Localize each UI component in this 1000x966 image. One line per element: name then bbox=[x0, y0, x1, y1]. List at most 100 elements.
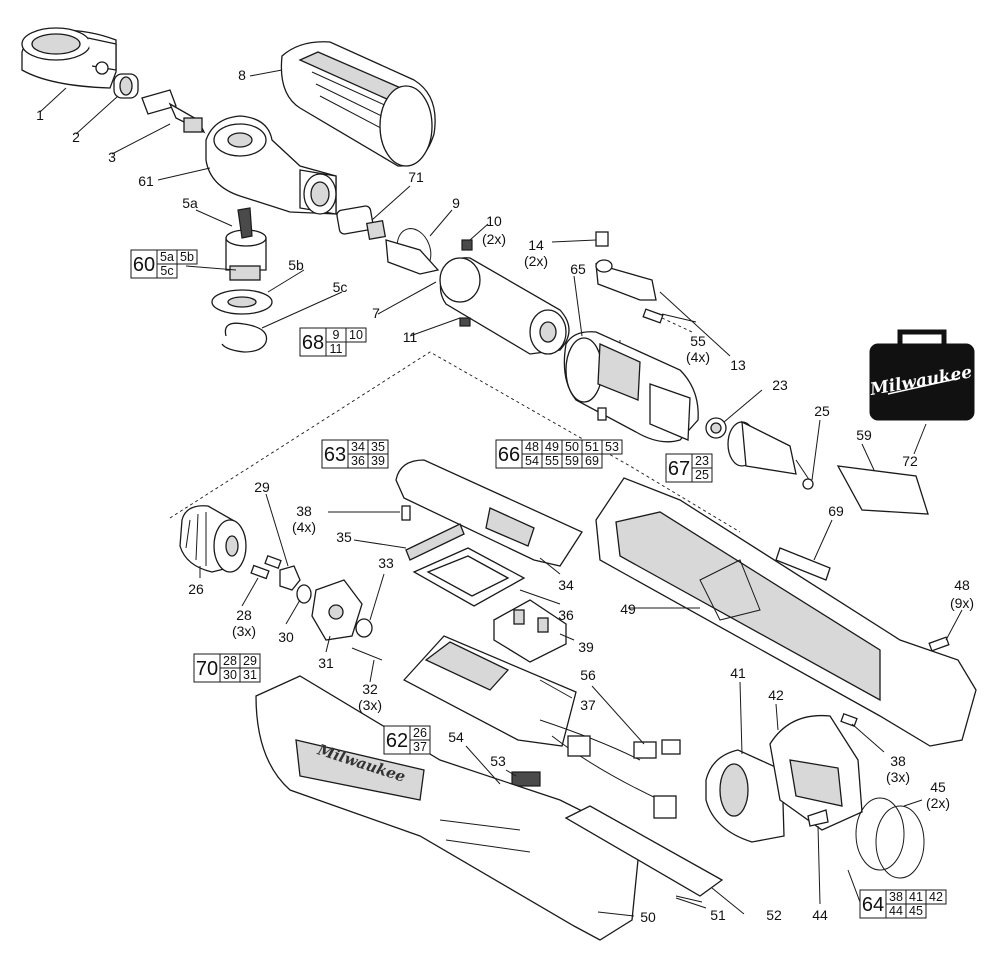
callout-labels: 1 2 3 8 61 71 5a 5b 5c 9 10 (2x) 14 (2x)… bbox=[36, 67, 974, 925]
part-10-plug bbox=[461, 239, 473, 251]
part-26-stator bbox=[179, 505, 247, 573]
kit-part-number: 10 bbox=[349, 328, 363, 342]
callout-30: 30 bbox=[278, 629, 294, 645]
kit-part-number: 26 bbox=[413, 726, 427, 740]
callout-5c: 5c bbox=[333, 279, 348, 295]
kit-part-number: 55 bbox=[545, 454, 559, 468]
part-37-harness bbox=[567, 735, 677, 819]
part-69-slider bbox=[775, 547, 831, 581]
part-51-tab bbox=[675, 895, 703, 903]
kit-part-number: 42 bbox=[929, 890, 943, 904]
callout-45-qty: (2x) bbox=[926, 795, 950, 811]
callout-10-qty: (2x) bbox=[482, 231, 506, 247]
kit-number: 62 bbox=[386, 730, 408, 752]
kit-part-cell bbox=[581, 453, 603, 469]
kit-part-cell bbox=[601, 439, 623, 455]
kit-part-number: 44 bbox=[889, 904, 903, 918]
kit-part-number: 35 bbox=[371, 440, 385, 454]
kit-part-cell bbox=[925, 889, 947, 905]
callout-38-a: 38 bbox=[296, 503, 312, 519]
callout-56: 56 bbox=[580, 667, 596, 683]
part-13-bracket bbox=[595, 259, 657, 301]
kit-number: 63 bbox=[324, 444, 346, 466]
kit-part-cell bbox=[345, 327, 367, 343]
kit-number-box bbox=[130, 249, 158, 279]
part-1-ratchet-head bbox=[21, 27, 117, 89]
callout-14: 14 bbox=[528, 237, 544, 253]
callout-33: 33 bbox=[378, 555, 394, 571]
kit-number-box bbox=[299, 327, 327, 357]
kit-part-number: 5b bbox=[180, 250, 194, 264]
part-52-plate bbox=[564, 805, 724, 897]
callout-48-qty: (9x) bbox=[950, 595, 974, 611]
part-38-screw-top bbox=[401, 505, 411, 521]
kit-part-number: 37 bbox=[413, 740, 427, 754]
callout-32: 32 bbox=[362, 681, 378, 697]
part-5b-washer bbox=[211, 289, 273, 315]
callout-55-qty: (4x) bbox=[686, 349, 710, 365]
callout-28: 28 bbox=[236, 607, 252, 623]
part-5c-retaining-ring bbox=[221, 322, 268, 353]
kit-part-cell bbox=[176, 249, 198, 265]
callout-72: 72 bbox=[902, 453, 918, 469]
callout-11: 11 bbox=[403, 329, 418, 345]
kit-part-number: 5a bbox=[160, 250, 174, 264]
part-50-housing-front bbox=[255, 675, 641, 941]
kit-part-cell bbox=[691, 467, 713, 483]
kit-number: 60 bbox=[133, 254, 155, 276]
part-44-clip bbox=[807, 809, 829, 827]
part-14-screw bbox=[595, 231, 609, 247]
callout-7: 7 bbox=[372, 305, 380, 321]
kit-part-number: 9 bbox=[333, 328, 340, 342]
kit-number: 70 bbox=[196, 658, 218, 680]
kit-part-number: 41 bbox=[909, 890, 923, 904]
callout-71: 71 bbox=[408, 169, 424, 185]
part-23-bearing bbox=[705, 417, 727, 439]
callout-5a: 5a bbox=[182, 195, 198, 211]
callout-49: 49 bbox=[620, 601, 636, 617]
part-35-contact-strip bbox=[405, 523, 465, 561]
callout-50: 50 bbox=[640, 909, 656, 925]
kit-number: 67 bbox=[668, 458, 690, 480]
callout-36: 36 bbox=[558, 607, 574, 623]
part-41-end-cap bbox=[705, 749, 785, 843]
kit-part-number: 28 bbox=[223, 654, 237, 668]
callout-38-a-qty: (4x) bbox=[292, 519, 316, 535]
kit-part-cell bbox=[239, 667, 261, 683]
callout-3: 3 bbox=[108, 149, 116, 165]
callout-26: 26 bbox=[188, 581, 204, 597]
callout-42: 42 bbox=[768, 687, 784, 703]
kit-part-number: 31 bbox=[243, 668, 257, 682]
callout-55: 55 bbox=[690, 333, 706, 349]
callout-32-qty: (3x) bbox=[358, 697, 382, 713]
part-56-connector bbox=[633, 739, 681, 759]
callout-59: 59 bbox=[856, 427, 872, 443]
kit-part-number: 50 bbox=[565, 440, 579, 454]
callout-29: 29 bbox=[254, 479, 270, 495]
kit-part-cell bbox=[409, 739, 431, 755]
leader-lines bbox=[39, 69, 963, 917]
part-38-screw-right bbox=[840, 713, 858, 727]
kit-part-number: 34 bbox=[351, 440, 365, 454]
callout-2: 2 bbox=[72, 129, 80, 145]
callout-28-qty: (3x) bbox=[232, 623, 256, 639]
callout-1: 1 bbox=[36, 107, 44, 123]
part-30-washer bbox=[296, 584, 312, 604]
kit-part-number: 11 bbox=[330, 342, 343, 356]
part-53-switch bbox=[511, 771, 541, 787]
kit-part-number: 45 bbox=[909, 904, 923, 918]
callout-39: 39 bbox=[578, 639, 594, 655]
part-3-shaft bbox=[141, 89, 206, 134]
kit-part-cell bbox=[325, 341, 347, 357]
kit-part-number: 39 bbox=[371, 454, 385, 468]
callout-25: 25 bbox=[814, 403, 830, 419]
callout-14-qty: (2x) bbox=[524, 253, 548, 269]
callout-23: 23 bbox=[772, 377, 788, 393]
kit-part-number: 25 bbox=[695, 468, 709, 482]
callout-13: 13 bbox=[730, 357, 746, 373]
